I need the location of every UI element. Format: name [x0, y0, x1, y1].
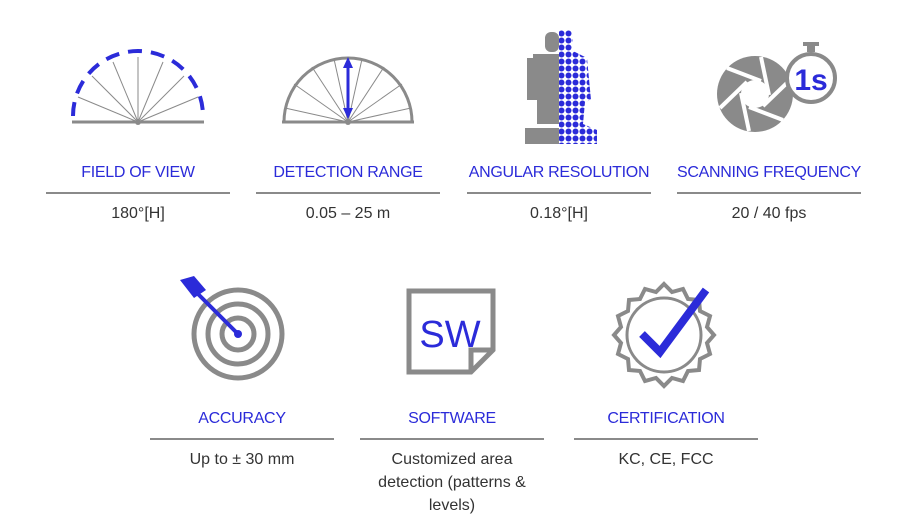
spec-value: KC, CE, FCC [618, 451, 714, 468]
spec-label: ANGULAR RESOLUTION [468, 164, 650, 181]
certification-badge-icon [574, 276, 758, 406]
spec-label: SCANNING FREQUENCY [677, 164, 861, 181]
software-icon: SW [360, 276, 544, 406]
divider [467, 192, 651, 194]
detection-range-icon [256, 30, 440, 160]
field-of-view-icon [46, 30, 230, 160]
spec-label: ACCURACY [198, 410, 286, 427]
spec-value: 0.18°[H] [530, 205, 588, 222]
divider [256, 192, 440, 194]
spec-value: 0.05 – 25 m [305, 205, 391, 222]
spec-value: 180°[H] [111, 205, 165, 222]
scanning-frequency-icon: 1s [677, 30, 861, 160]
spec-label: SOFTWARE [408, 410, 496, 427]
software-label: SW [419, 314, 480, 356]
divider [360, 438, 544, 440]
divider [574, 438, 758, 440]
spec-label: DETECTION RANGE [273, 164, 423, 181]
angular-resolution-icon [467, 30, 651, 160]
spec-value: 20 / 40 fps [731, 205, 807, 222]
spec-value: Up to ± 30 mm [189, 451, 295, 468]
spec-label: FIELD OF VIEW [81, 164, 195, 181]
divider [46, 192, 230, 194]
stopwatch-label: 1s [794, 64, 827, 97]
accuracy-target-icon [150, 276, 334, 406]
spec-label: CERTIFICATION [607, 410, 725, 427]
divider [677, 192, 861, 194]
divider [150, 438, 334, 440]
spec-value: Customized area detection (patterns & le… [378, 451, 526, 514]
